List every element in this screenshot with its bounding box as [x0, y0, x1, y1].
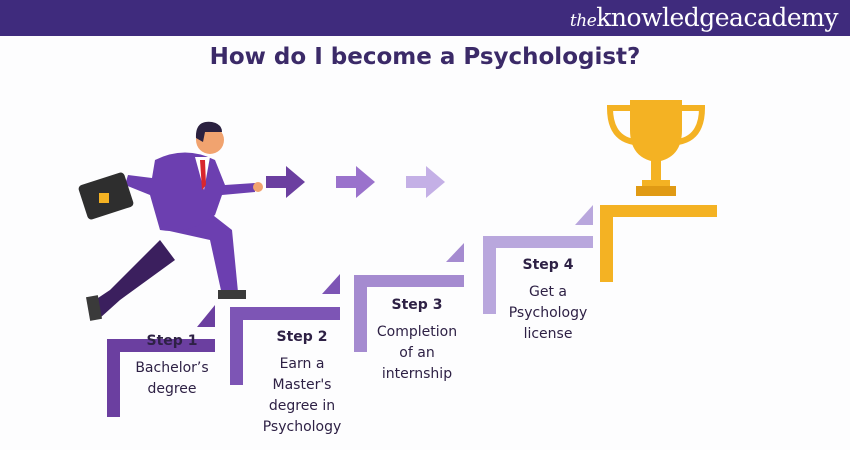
step-2-shape — [230, 274, 340, 385]
arrow-icon — [336, 166, 375, 198]
step-4-label: Step 4 — [522, 257, 574, 273]
arrow-icon — [266, 166, 305, 198]
running-businessman-figure — [78, 121, 263, 321]
step-3-description: Completion of an internship — [376, 324, 458, 382]
step-2-label: Step 2 — [276, 329, 328, 345]
step-3-label: Step 3 — [391, 297, 443, 313]
brand-name: knowledgeacademy — [596, 3, 838, 32]
arrow-icon — [406, 166, 445, 198]
step-3-shape — [354, 243, 464, 352]
step-1-shape — [107, 305, 215, 417]
trophy-icon — [606, 100, 706, 196]
step-2-text: Step 2 Earn a Master's degree in Psycholo… — [242, 327, 362, 438]
brand-prefix: the — [569, 11, 597, 31]
goal-step-shape — [600, 205, 717, 282]
step-1-description: Bachelor’s degree — [135, 360, 209, 397]
step-4-description: Get a Psychology license — [508, 284, 588, 342]
step-3-text: Step 3 Completion of an internship — [357, 295, 477, 385]
step-1-label: Step 1 — [146, 333, 198, 349]
header-banner: theknowledgeacademy — [0, 0, 850, 36]
brand-logo: theknowledgeacademy — [569, 3, 839, 32]
step-1-text: Step 1 Bachelor’s degree — [112, 331, 232, 400]
step-2-description: Earn a Master's degree in Psychology — [262, 356, 342, 435]
step-4-text: Step 4 Get a Psychology license — [488, 255, 608, 345]
page-title: How do I become a Psychologist? — [209, 44, 641, 70]
step-4-shape — [483, 205, 593, 314]
